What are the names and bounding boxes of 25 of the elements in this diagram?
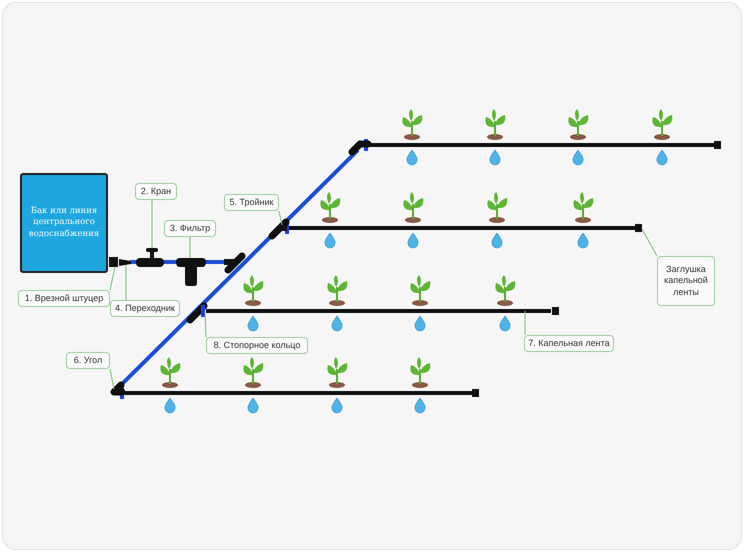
filter-drawing xyxy=(176,258,206,286)
callout-label: 1. Врезной штуцер xyxy=(18,290,110,307)
lock-ring-drawing xyxy=(201,305,205,317)
callout-label: 5. Тройник xyxy=(224,194,279,211)
callout-label: Заглушка капельной ленты xyxy=(657,256,715,306)
adapter-drawing xyxy=(119,259,131,266)
leader-line xyxy=(204,312,206,338)
leader-line xyxy=(524,310,526,336)
callout-label: 6. Угол xyxy=(66,352,110,369)
fitting-drawing xyxy=(109,257,118,267)
drip-tape-drawing xyxy=(206,309,551,313)
water-tank: Бак или линия центрального водоснабжения xyxy=(20,173,108,273)
leader-line xyxy=(110,368,114,390)
valve-drawing xyxy=(136,248,164,267)
leader-line xyxy=(110,266,116,290)
leader-line xyxy=(278,210,282,226)
end-cap-drawing xyxy=(635,224,642,232)
elbow-fitting-drawing xyxy=(110,382,126,396)
callout-label: 4. Переходник xyxy=(110,300,180,317)
tee-fitting-drawing xyxy=(268,218,290,240)
callout-label: 7. Капельная лента xyxy=(524,335,614,352)
callout-label: 2. Кран xyxy=(135,183,177,200)
callout-label: 8. Стопорное кольцо xyxy=(206,337,308,354)
leader-line xyxy=(642,228,658,256)
callout-label: 3. Фильтр xyxy=(164,220,216,237)
